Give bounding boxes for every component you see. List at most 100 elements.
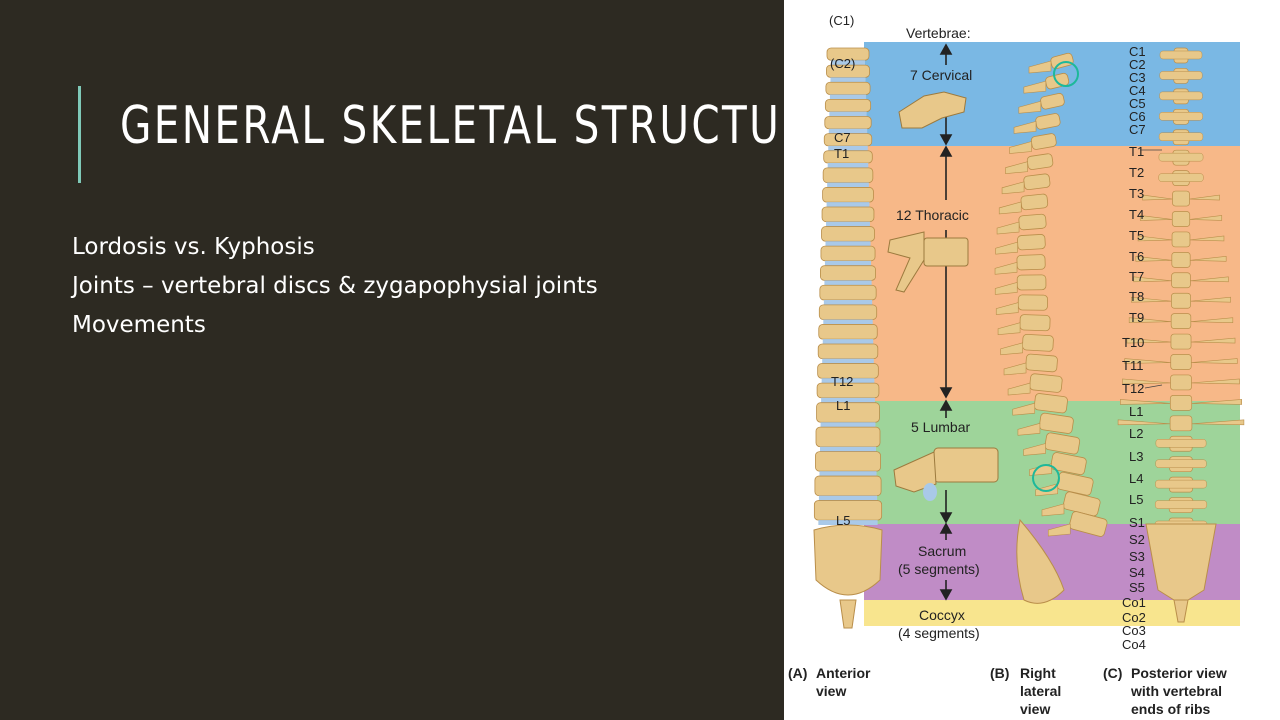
anterior-disc <box>824 260 872 266</box>
caption-line: view <box>816 683 846 699</box>
transverse-process <box>1158 152 1204 162</box>
rib-end <box>1133 276 1172 283</box>
vertebra-label-s1: S1 <box>1129 515 1145 530</box>
region-label-lumbar: 5 Lumbar <box>911 419 970 435</box>
vertebra-label-c5: C5 <box>1129 96 1146 111</box>
rib-end <box>1124 358 1171 364</box>
bullet-item: Lordosis vs. Kyphosis <box>72 234 315 260</box>
rib-end <box>1189 235 1225 242</box>
vertebra-label-s2: S2 <box>1129 532 1145 547</box>
anterior-disc <box>825 241 871 247</box>
lateral-spinous-process <box>1047 523 1071 537</box>
anterior-label-l5: L5 <box>836 513 850 528</box>
lateral-vertebra <box>1017 294 1048 311</box>
vertebra-label-t2: T2 <box>1129 165 1144 180</box>
caption-line: Posterior view <box>1131 665 1227 681</box>
anterior-disc <box>828 128 868 134</box>
anterior-vertebra <box>821 226 875 242</box>
lateral-vertebra <box>1016 254 1046 271</box>
transverse-process <box>1159 112 1203 121</box>
anterior-vertebra <box>817 363 879 379</box>
transverse-process <box>1158 132 1204 141</box>
lateral-spinous-process <box>1007 382 1031 396</box>
posterior-vertebra <box>1171 272 1191 289</box>
vertebra-label-s5: S5 <box>1129 580 1145 595</box>
rib-end <box>1190 296 1231 303</box>
anterior-vertebra <box>814 475 882 497</box>
lateral-vertebra <box>1016 274 1047 291</box>
caption-letter: (C) <box>1103 665 1122 681</box>
anterior-vertebra <box>824 116 872 130</box>
anterior-disc <box>829 111 867 117</box>
caption-line: with vertebral <box>1130 683 1222 699</box>
vertebra-label-c6: C6 <box>1129 109 1146 124</box>
anterior-disc <box>829 94 867 100</box>
rib-end <box>1135 256 1172 262</box>
posterior-vertebra <box>1171 211 1191 227</box>
lateral-vertebra <box>1039 412 1074 434</box>
lateral-spinous-process <box>1041 503 1065 517</box>
highlight-circle-cervical <box>1053 61 1079 87</box>
vertebral-column-figure: Vertebrae: 7 Cervical 12 Thoracic 5 Lumb… <box>784 0 1280 720</box>
rib-end <box>1191 419 1245 426</box>
vertebra-label-t6: T6 <box>1129 249 1144 264</box>
anterior-vertebra <box>817 343 879 360</box>
transverse-process <box>1158 173 1204 182</box>
vertebra-label-t1: T1 <box>1129 144 1144 159</box>
rib-end <box>1189 215 1223 221</box>
lateral-vertebra <box>1020 193 1049 211</box>
anterior-label-c7: C7 <box>834 130 851 145</box>
region-label-cervical: 7 Cervical <box>910 67 972 83</box>
transverse-process <box>1155 479 1207 489</box>
vertebra-label-t4: T4 <box>1129 207 1144 222</box>
vertebra-label-l5: L5 <box>1129 492 1143 507</box>
transverse-process <box>1154 500 1208 509</box>
lateral-spinous-process <box>1035 483 1058 497</box>
vertebra-label-t12: T12 <box>1122 381 1144 396</box>
caption-line: view <box>1020 701 1050 717</box>
region-label-coccyx: Coccyx <box>919 607 965 623</box>
region-sub-sacrum: (5 segments) <box>898 561 980 577</box>
rib-end <box>1117 419 1171 426</box>
vertebra-label-s3: S3 <box>1129 549 1145 564</box>
lateral-vertebra <box>1019 314 1051 332</box>
lateral-vertebra <box>1029 373 1063 393</box>
vertebra-label-c1: C1 <box>1129 44 1146 59</box>
lateral-vertebra <box>1023 173 1051 191</box>
lateral-view-spine <box>994 52 1108 604</box>
lateral-spinous-process <box>1001 181 1025 195</box>
anterior-vertebra <box>821 206 875 223</box>
posterior-vertebra <box>1172 190 1190 207</box>
slide-text-area: GENERAL SKELETAL STRUCTURE Lordosis vs. … <box>72 86 837 338</box>
lateral-sacrum <box>1016 518 1065 604</box>
posterior-vertebra <box>1169 415 1193 432</box>
anterior-disc <box>822 358 874 364</box>
lateral-spinous-process <box>995 302 1019 315</box>
anterior-disc <box>828 145 868 151</box>
rib-end <box>1139 215 1173 221</box>
highlight-circle-lumbar <box>1032 464 1060 492</box>
bullet-item: Movements <box>72 312 206 338</box>
anterior-disc <box>821 397 875 403</box>
anterior-vertebra <box>824 98 872 113</box>
anterior-disc <box>827 162 869 168</box>
lateral-spinous-process <box>996 221 1020 235</box>
posterior-vertebra <box>1170 333 1192 350</box>
vertebra-label-t3: T3 <box>1129 186 1144 201</box>
vertebra-label-co3: Co3 <box>1122 623 1146 638</box>
vertebra-label-l2: L2 <box>1129 426 1143 441</box>
region-sub-coccyx: (4 segments) <box>898 625 980 641</box>
rib-end <box>1137 235 1173 242</box>
rib-end <box>1122 378 1171 385</box>
vertebra-label-l1: L1 <box>1129 404 1143 419</box>
lumbar-vertebra-sketch <box>893 447 999 501</box>
anterior-coccyx <box>839 599 857 629</box>
lateral-spinous-process <box>994 261 1018 275</box>
anterior-disc <box>831 60 865 66</box>
lateral-vertebra <box>1022 333 1054 352</box>
lateral-spinous-process <box>1005 161 1028 174</box>
lateral-spinous-process <box>1009 141 1032 154</box>
transverse-process <box>1155 439 1207 448</box>
rib-end <box>1191 399 1242 405</box>
anterior-vertebra <box>820 245 876 262</box>
